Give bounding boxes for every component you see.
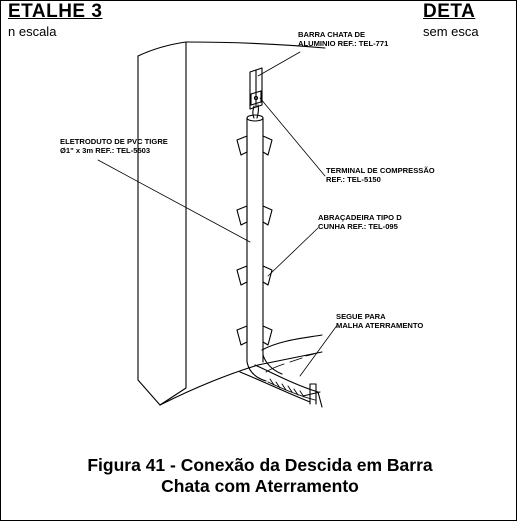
- detail-title-left: ETALHE 3: [8, 1, 103, 22]
- detail-subtitle-right: sem esca: [423, 24, 479, 39]
- flat-bar: [249, 67, 263, 110]
- pillar-front-face: [137, 41, 187, 406]
- leader-lines: [97, 51, 339, 377]
- conduit-clamps: [236, 135, 273, 346]
- detail-title-right: DETA: [423, 1, 476, 22]
- label-grounding-grid: SEGUE PARA MALHA ATERRAMENTO: [336, 312, 424, 331]
- figure-caption: Figura 41 - Conexão da Descida em Barra …: [87, 455, 433, 496]
- ground-trench: [261, 334, 323, 351]
- detail-subtitle-left: n escala: [8, 24, 57, 39]
- compression-terminal: [250, 90, 262, 106]
- label-pvc-conduit: ELETRODUTO DE PVC TIGRE Ø1" x 3m REF.: T…: [60, 137, 168, 156]
- label-compression-terminal: TERMINAL DE COMPRESSÃO REF.: TEL-5150: [326, 166, 435, 185]
- floor-line: [159, 364, 259, 406]
- buried-cable: [265, 353, 316, 401]
- label-clamp: ABRAÇADEIRA TIPO D CUNHA REF.: TEL-095: [318, 213, 402, 232]
- pillar-top-edge: [185, 41, 326, 49]
- label-flat-bar: BARRA CHATA DE ALUMINIO REF.: TEL-771: [298, 30, 389, 49]
- pvc-conduit: [246, 117, 264, 363]
